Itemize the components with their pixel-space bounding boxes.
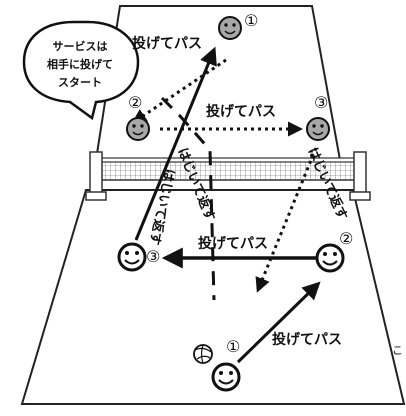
- player-back-1: ①: [218, 11, 258, 40]
- player-back-2-face: [126, 117, 150, 141]
- net-base-right: [349, 191, 371, 201]
- speech-bubble-line-2: 相手に投げて: [47, 57, 113, 71]
- toss-pass-label-middle: 投げてパス: [206, 104, 276, 120]
- player-front-2: ②: [315, 229, 353, 273]
- player-back-1-face: [218, 16, 242, 40]
- hit-pass-arrow-up: [134, 46, 217, 241]
- volleyball-icon: [193, 344, 213, 364]
- toss-pass-label-bottom: 投げてパス: [198, 236, 268, 252]
- player-front-3-face: [117, 242, 147, 272]
- hit-pass-arrow-left: [131, 58, 227, 124]
- player-front-1-face: [211, 362, 241, 392]
- player-back-3: ③: [306, 93, 330, 141]
- toss-pass-label-lower-right: 投げてパス: [272, 332, 342, 348]
- toss-pass-arrow-diagonal: [236, 281, 321, 364]
- player-front-1: ①: [211, 337, 241, 392]
- net-post-left: [89, 151, 103, 199]
- edge-text: こ: [392, 344, 403, 357]
- player-back-3-face: [306, 117, 330, 141]
- serve-dashed-line: [160, 96, 216, 301]
- player-front-1-number: ①: [226, 337, 240, 356]
- speech-bubble: サービスは 相手に投げて スタート: [22, 20, 140, 121]
- player-front-2-face: [315, 243, 345, 273]
- toss-pass-label-top: 投げてパス: [132, 36, 202, 52]
- speech-bubble-line-1: サービスは: [53, 39, 108, 53]
- player-back-3-number: ③: [314, 93, 328, 112]
- player-front-2-number: ②: [339, 229, 353, 248]
- speech-bubble-shape: [22, 20, 140, 121]
- player-back-2: ②: [126, 93, 150, 141]
- player-back-1-number: ①: [244, 11, 258, 30]
- speech-bubble-line-3: スタート: [58, 76, 102, 89]
- player-back-2-number: ②: [128, 93, 142, 112]
- net-base-left: [85, 191, 107, 201]
- player-front-3-number: ③: [146, 247, 160, 266]
- net-post-right: [353, 151, 367, 199]
- player-front-3: ③: [117, 242, 160, 272]
- hit-pass-arrow-right: [255, 147, 318, 293]
